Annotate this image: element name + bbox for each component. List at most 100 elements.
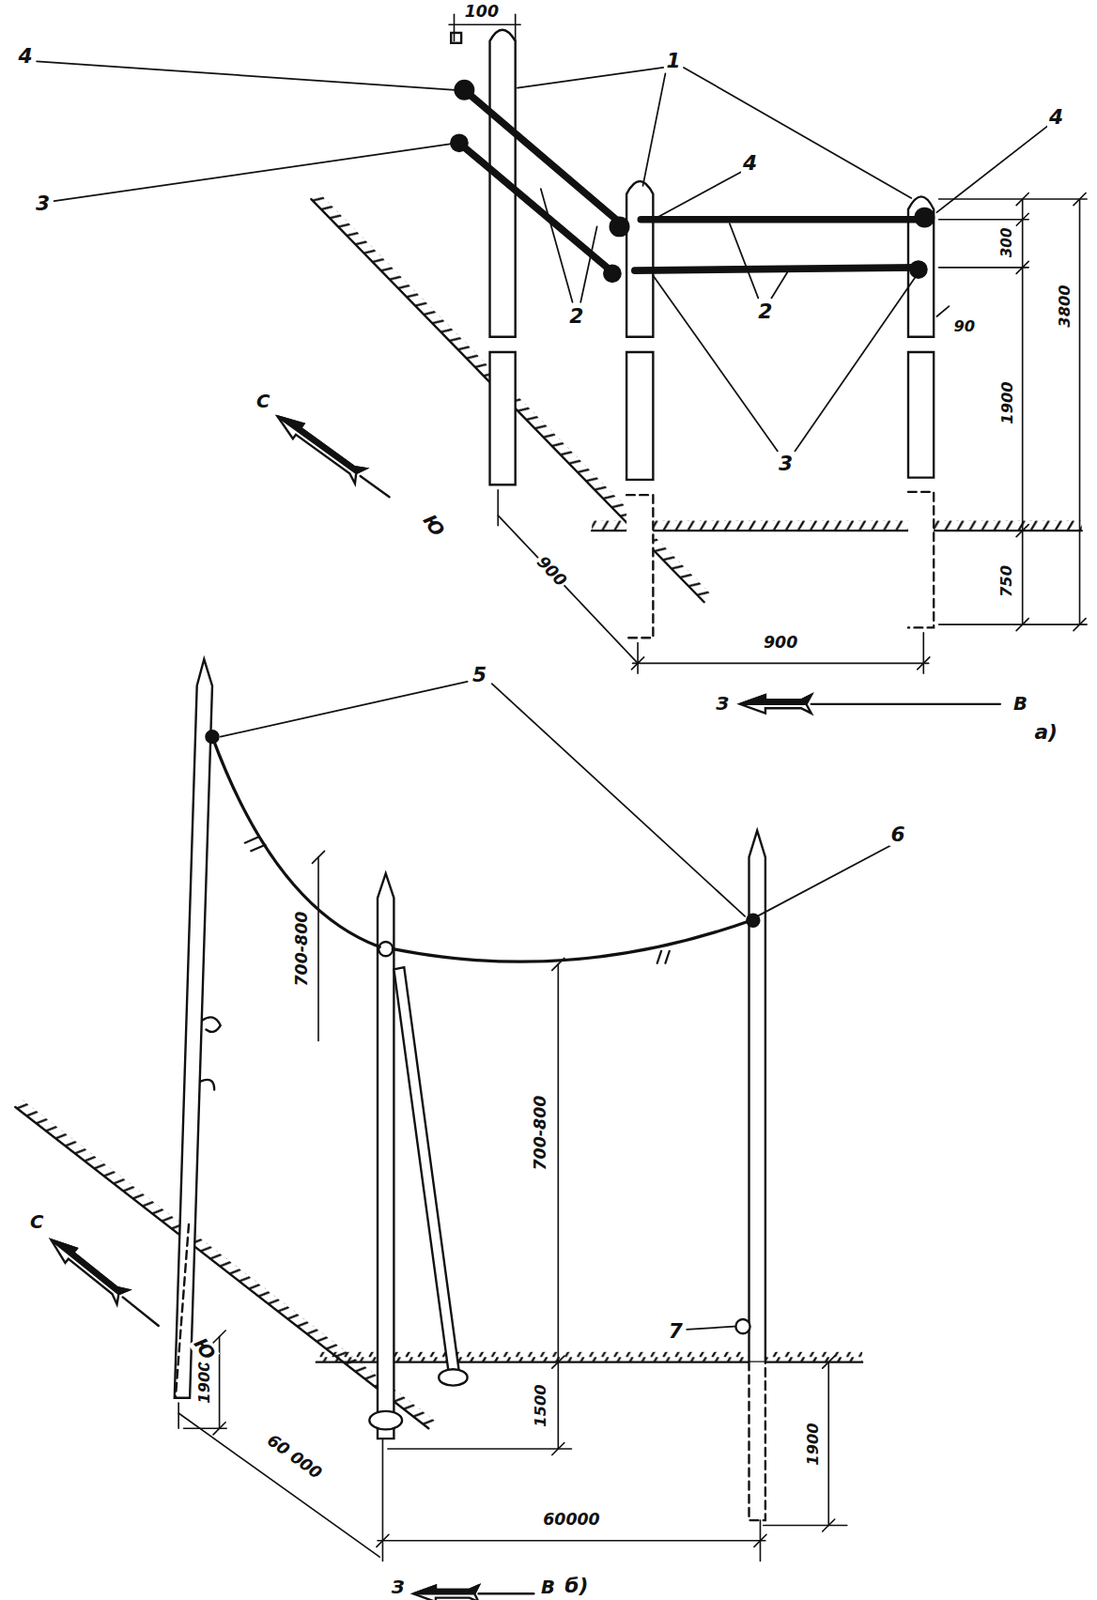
leader-line bbox=[54, 143, 451, 201]
leader-line bbox=[580, 226, 597, 302]
compass-arrow bbox=[740, 695, 812, 705]
wire bbox=[392, 920, 751, 962]
compass-letter: В bbox=[539, 1577, 557, 1599]
compass-arrow bbox=[272, 409, 395, 506]
pole bbox=[908, 352, 934, 479]
dimension-value: 1500 bbox=[532, 1383, 550, 1430]
dimension-value: 700-800 bbox=[531, 1093, 550, 1173]
compass-arrow bbox=[123, 1297, 159, 1327]
dimension-line bbox=[939, 218, 1030, 221]
insulator bbox=[915, 208, 935, 228]
dimension-line bbox=[387, 1448, 572, 1451]
dimension-line bbox=[218, 1337, 221, 1430]
leader-line bbox=[655, 171, 742, 219]
dimension-line bbox=[317, 857, 320, 1042]
pole bbox=[626, 181, 653, 338]
dimension-line bbox=[632, 657, 930, 670]
ground-line bbox=[591, 520, 1082, 531]
compass-letter: С bbox=[254, 391, 272, 413]
pole-fitting bbox=[200, 1080, 215, 1091]
dimension-line bbox=[1079, 199, 1082, 625]
dimension-line bbox=[514, 14, 517, 41]
dimension-line bbox=[178, 850, 848, 1561]
cross-bar bbox=[463, 90, 625, 228]
leader-line bbox=[517, 67, 664, 89]
dimension-line bbox=[376, 1534, 767, 1547]
compass-arrow bbox=[45, 1233, 129, 1305]
compass-arrow bbox=[811, 703, 1001, 706]
callout-number: 3 bbox=[33, 192, 52, 216]
compass-arrow bbox=[272, 409, 1001, 714]
insulator bbox=[910, 261, 927, 278]
callout-number: 6 bbox=[889, 823, 908, 847]
callout-number: 4 bbox=[16, 45, 35, 68]
dimension-line bbox=[763, 1525, 848, 1528]
leader-line bbox=[492, 683, 745, 917]
dimension-line bbox=[1021, 199, 1024, 625]
dimension-value: 700-800 bbox=[293, 910, 311, 989]
leader-line bbox=[729, 223, 758, 298]
dimension-line bbox=[1016, 193, 1086, 632]
figure-letter: б) bbox=[562, 1575, 590, 1598]
callout-number: 7 bbox=[666, 1320, 685, 1344]
leader-line bbox=[757, 845, 892, 917]
compass-arrow bbox=[45, 1233, 165, 1334]
pole bbox=[369, 1411, 402, 1431]
callout-number: 4 bbox=[741, 152, 759, 175]
leader-line bbox=[652, 276, 778, 452]
ground-line bbox=[316, 1352, 863, 1363]
compass-arrow bbox=[50, 1233, 128, 1298]
dimension-value: 300 bbox=[999, 226, 1016, 261]
pole bbox=[626, 494, 653, 638]
leader-line bbox=[36, 61, 1049, 451]
pole-fitting bbox=[735, 1319, 750, 1334]
dimension-value: 750 bbox=[998, 563, 1016, 600]
dimension-line bbox=[377, 1540, 766, 1543]
insulator bbox=[450, 80, 934, 282]
pole bbox=[174, 659, 766, 1521]
callout-number: 5 bbox=[470, 664, 489, 687]
compass-arrow bbox=[413, 1586, 534, 1600]
insulator bbox=[455, 80, 475, 100]
dimension-line bbox=[177, 1403, 180, 1429]
dimension-line bbox=[822, 1356, 835, 1532]
leader-line bbox=[686, 1327, 735, 1330]
dimension-line bbox=[497, 515, 638, 665]
compass-letter: Ю bbox=[417, 509, 449, 541]
leader-line bbox=[683, 67, 912, 199]
pole bbox=[438, 1369, 467, 1386]
pole bbox=[490, 352, 516, 485]
dimension-line bbox=[633, 663, 929, 665]
compass-arrow bbox=[272, 409, 367, 484]
compass-arrow bbox=[278, 409, 367, 477]
dimension-line bbox=[922, 633, 925, 674]
dimension-line bbox=[178, 1413, 380, 1558]
dimension-value: 90 bbox=[951, 318, 977, 336]
insulator bbox=[450, 135, 467, 152]
pole-drawing bbox=[15, 14, 1087, 1600]
pole bbox=[748, 1362, 765, 1521]
callout-number: 1 bbox=[664, 49, 683, 73]
callout-number: 2 bbox=[567, 305, 586, 328]
ground-line bbox=[310, 191, 1082, 603]
dimension-line bbox=[939, 623, 1088, 626]
compass-arrow bbox=[413, 1586, 479, 1600]
dimension-value: 1900 bbox=[998, 379, 1016, 426]
cross-bar bbox=[640, 216, 924, 224]
compass-arrow bbox=[740, 695, 1001, 714]
pole-fitting bbox=[201, 1017, 221, 1033]
pole bbox=[908, 492, 934, 629]
compass-arrow bbox=[360, 476, 390, 497]
dimension-value: 900 bbox=[761, 633, 800, 652]
dimension-line bbox=[448, 23, 521, 26]
compass-arrow bbox=[45, 1233, 534, 1600]
leader-line bbox=[771, 271, 788, 298]
compass-letter: З bbox=[713, 694, 731, 715]
dimension-line bbox=[453, 14, 456, 41]
leader-line bbox=[220, 681, 468, 738]
dimension-line bbox=[636, 643, 639, 675]
dimension-line bbox=[311, 850, 325, 864]
